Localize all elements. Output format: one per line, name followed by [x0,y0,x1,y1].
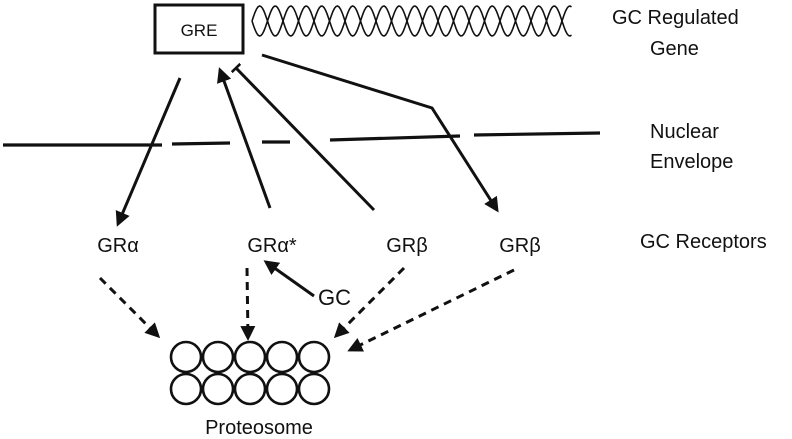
proteasome-subunit [233,372,267,406]
gre-label: GRE [181,21,218,40]
gene-label-line2: Gene [650,38,699,60]
proteasome-subunit [233,340,267,374]
receptor-gr-beta: GRβ [386,235,428,257]
proteasome-subunit [265,340,299,374]
proteasome-subunit [265,372,299,406]
envelope-label-line2: Envelope [650,151,733,173]
envelope-segment [329,134,461,142]
proteasome-subunit [169,372,203,406]
gre-element: GRE [153,3,245,55]
proteasome-icon [169,340,331,406]
dna-helix-icon [251,5,572,37]
envelope-label-line1: Nuclear [650,121,719,143]
dashed-arrow-grb-to-proteasome [333,266,406,339]
proteasome-label: Proteosome [205,417,313,439]
dashed-arrow-gra-to-proteasome [98,276,161,339]
gene-label-line1: GC Regulated [612,7,739,29]
receptor-gr-alpha-star: GRα* [247,235,297,257]
proteasome-subunit [169,340,203,374]
proteasome-subunit [201,372,235,406]
receptor-labels: GRα GRα* GRβ GRβ [97,235,541,257]
nuclear-envelope [3,131,601,147]
proteasome-subunit [297,372,331,406]
gre-box [153,3,245,55]
inhibition-grb-to-gre [230,62,376,212]
gc-ligand-label: GC [318,285,351,310]
arrow-gre-to-gra [115,77,182,227]
envelope-segment [473,131,601,137]
dashed-arrow-gra-star-to-proteasome [240,267,256,341]
arrow-gc-to-gra-star [263,260,315,298]
dashed-arrows [98,266,515,352]
receptors-row-label: GC Receptors [640,231,767,253]
arrow-gre-to-grb [261,53,499,213]
receptor-gr-alpha: GRα [97,235,139,257]
dashed-arrow-grb2-to-proteasome [347,268,515,352]
arrow-gra-star-to-gre [217,67,272,209]
receptor-gr-beta-2: GRβ [499,235,541,257]
proteasome-subunit [201,340,235,374]
solid-arrows [115,53,499,298]
proteasome-subunit [297,340,331,374]
envelope-segment [171,141,231,146]
